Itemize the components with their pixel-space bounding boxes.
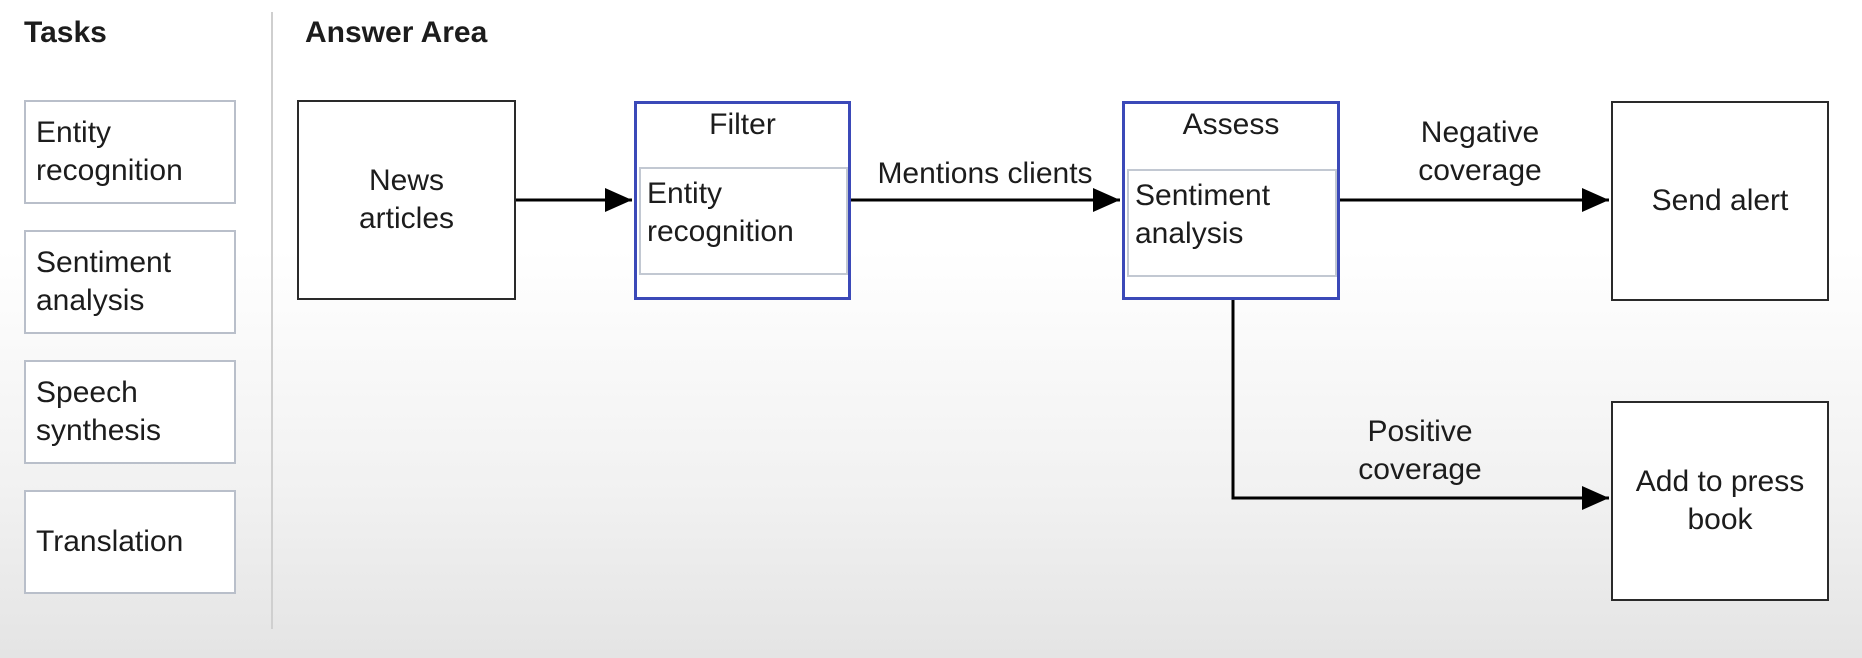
task-speech-synthesis[interactable]: Speech synthesis xyxy=(24,360,236,464)
task-translation[interactable]: Translation xyxy=(24,490,236,594)
panel-divider xyxy=(271,12,273,629)
task-label-line1: Entity xyxy=(36,116,112,149)
assess-slot-answer[interactable]: Sentiment analysis xyxy=(1127,169,1337,277)
filter-slot[interactable]: Filter Entity recognition xyxy=(634,101,851,300)
mentions-clients-label: Mentions clients xyxy=(877,157,1093,190)
tasks-heading: Tasks xyxy=(24,16,107,49)
arrow-assess-to-press-book xyxy=(1231,300,1609,510)
task-label-line2: synthesis xyxy=(36,414,162,447)
positive-coverage-label: Positive coverage xyxy=(1310,413,1530,489)
send-alert-text: Send alert xyxy=(1651,184,1789,217)
assess-answer-line1: Sentiment xyxy=(1135,179,1271,212)
assess-answer-line2: analysis xyxy=(1135,217,1244,250)
task-label-line1: Sentiment xyxy=(36,246,172,279)
task-entity-recognition[interactable]: Entity recognition xyxy=(24,100,236,204)
negative-coverage-line1: Negative xyxy=(1420,116,1540,149)
positive-coverage-line2: coverage xyxy=(1358,453,1482,486)
negative-coverage-line2: coverage xyxy=(1418,154,1542,187)
news-articles-box: News articles xyxy=(297,100,516,300)
task-sentiment-analysis[interactable]: Sentiment analysis xyxy=(24,230,236,334)
task-label-line2: recognition xyxy=(36,154,183,187)
task-label-line2: analysis xyxy=(36,284,145,317)
news-articles-line2: articles xyxy=(358,202,455,235)
filter-answer-line2: recognition xyxy=(647,215,794,248)
assess-slot-title: Assess xyxy=(1182,108,1280,141)
negative-coverage-label: Negative coverage xyxy=(1370,114,1590,190)
task-label-line1: Speech xyxy=(36,376,138,409)
add-to-press-book-box: Add to press book xyxy=(1611,401,1829,601)
news-articles-line1: News xyxy=(368,164,444,197)
assess-slot[interactable]: Assess Sentiment analysis xyxy=(1122,101,1340,300)
filter-slot-answer[interactable]: Entity recognition xyxy=(639,167,848,275)
filter-slot-title: Filter xyxy=(709,108,776,141)
positive-coverage-line1: Positive xyxy=(1367,415,1473,448)
press-book-line2: book xyxy=(1687,503,1753,536)
filter-answer-line1: Entity xyxy=(647,177,723,210)
send-alert-box: Send alert xyxy=(1611,101,1829,301)
task-label-line1: Translation xyxy=(36,525,184,558)
answer-area-heading: Answer Area xyxy=(305,16,488,49)
press-book-line1: Add to press xyxy=(1635,465,1805,498)
